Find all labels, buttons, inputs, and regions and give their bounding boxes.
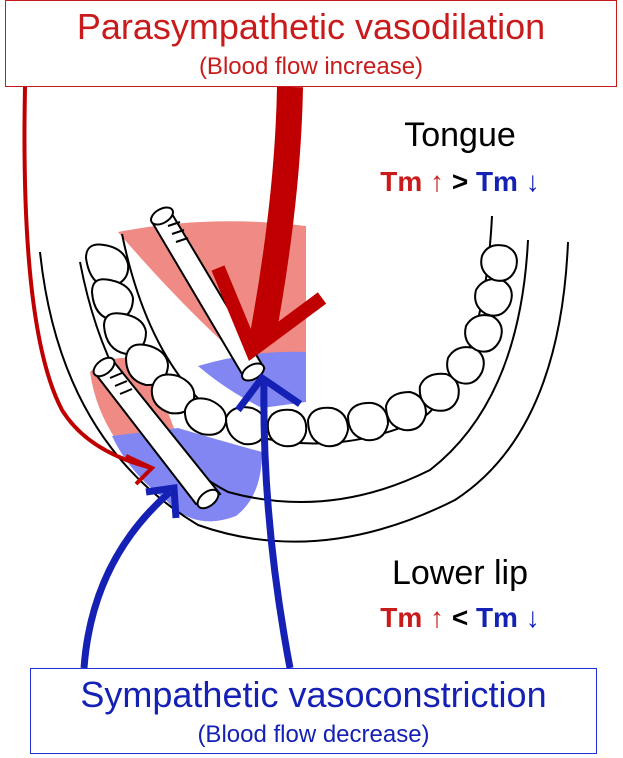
lower-lip-tm-down: Tm ↓ bbox=[475, 602, 540, 633]
tongue-operator: > bbox=[451, 166, 469, 197]
lip-vessel bbox=[92, 356, 222, 510]
lower-lip-label: Lower lip bbox=[391, 554, 529, 592]
sympathetic-title: Sympathetic vasoconstriction bbox=[80, 674, 547, 715]
tongue-tm-up: Tm ↑ bbox=[380, 166, 445, 197]
tongue-label: Tongue bbox=[404, 116, 516, 154]
parasympathetic-arrow-tongue bbox=[211, 86, 327, 361]
sympathetic-arrow-lip bbox=[80, 484, 180, 669]
parasympathetic-subtitle: (Blood flow increase) bbox=[198, 53, 424, 80]
parasympathetic-box: Parasympathetic vasodilation (Blood flow… bbox=[5, 0, 617, 87]
lower-lip-tm-up: Tm ↑ bbox=[380, 602, 445, 633]
tongue-vessel bbox=[150, 206, 266, 382]
parasympathetic-arrow-lip bbox=[22, 86, 156, 486]
sympathetic-arrow-tongue bbox=[235, 373, 302, 669]
lower-teeth bbox=[84, 243, 518, 448]
lower-lip-relation: Tm ↑ < Tm ↓ bbox=[360, 602, 560, 634]
sympathetic-subtitle: (Blood flow decrease) bbox=[197, 721, 430, 748]
lower-lip-operator: < bbox=[451, 602, 469, 633]
parasympathetic-title: Parasympathetic vasodilation bbox=[76, 6, 546, 47]
tongue-relation: Tm ↑ > Tm ↓ bbox=[360, 166, 560, 198]
tongue-tm-down: Tm ↓ bbox=[475, 166, 540, 197]
sympathetic-box: Sympathetic vasoconstriction (Blood flow… bbox=[30, 668, 597, 754]
